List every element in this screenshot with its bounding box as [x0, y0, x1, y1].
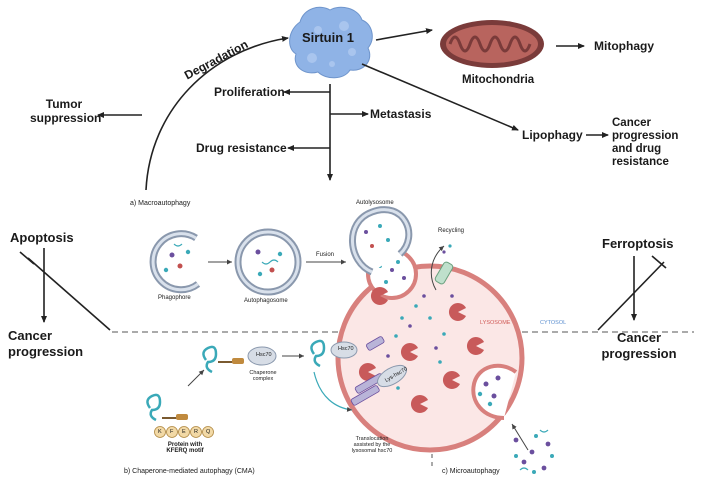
- tumor-suppression-label: Tumor suppression: [30, 97, 102, 125]
- cancer-progression-left-label: Cancer progression: [8, 328, 83, 360]
- autophagosome-label: Autophagosome: [244, 298, 288, 304]
- drug-resistance-label: Drug resistance: [196, 141, 287, 155]
- autophagosome-icon: [234, 228, 302, 296]
- kferq-letter-q: Q: [206, 429, 211, 435]
- cpdr-line-2: progression: [612, 130, 679, 142]
- lysosome-icon: [335, 248, 525, 453]
- cpl-line-1: Cancer: [8, 328, 53, 343]
- cma-label: b) Chaperone-mediated autophagy (CMA): [124, 468, 255, 475]
- kferq-motif-beads: [154, 426, 214, 438]
- translocation-line-1: Translocation: [355, 436, 389, 442]
- cpl-line-2: progression: [8, 344, 84, 359]
- recycling-transporter-icon: [430, 244, 454, 291]
- translocation-line-2: assisted by the: [353, 442, 391, 448]
- protein-line-1: Protein with: [167, 442, 203, 448]
- phagophore-icon: [149, 230, 201, 294]
- translocation-line-3: lysosomal hsc70: [351, 448, 393, 454]
- chaperone-line-1: Chaperone: [249, 370, 277, 376]
- macroautophagy-label: a) Macroautophagy: [130, 200, 191, 207]
- cancer-progression-right-label: Cancer progression: [598, 330, 680, 362]
- lipophagy-label: Lipophagy: [522, 128, 583, 142]
- kferq-letter-r: R: [194, 429, 198, 435]
- microautophagy-cargo: [511, 423, 554, 474]
- chaperone-complex-label: Chaperone complex: [238, 370, 288, 382]
- cytosol-label: CYTOSOL: [540, 320, 567, 326]
- protein-kferq-label: Protein with KFERQ motif: [154, 442, 216, 454]
- kferq-letter-k: K: [158, 429, 162, 435]
- cpr-line-1: Cancer: [616, 330, 662, 345]
- mitophagy-label: Mitophagy: [594, 39, 654, 53]
- sirtuin-protein-icon: [289, 6, 373, 79]
- mitochondria-label: Mitochondria: [462, 74, 535, 86]
- kferq-letter-f: F: [170, 429, 174, 435]
- metastasis-label: Metastasis: [370, 107, 432, 121]
- cancer-progression-drug-resistance-label: Cancer progression and drug resistance: [612, 117, 678, 169]
- proliferation-label: Proliferation: [214, 85, 285, 99]
- autolysosome-icon: [349, 206, 413, 276]
- cpdr-line-4: resistance: [612, 156, 669, 168]
- phagophore-label: Phagophore: [158, 295, 191, 301]
- side-arrows: [19, 248, 667, 331]
- apoptosis-label: Apoptosis: [10, 230, 74, 245]
- mitochondria-icon: [440, 20, 544, 68]
- microautophagy-label: c) Microautophagy: [442, 468, 500, 475]
- tumor-suppression-line-2: suppression: [30, 111, 102, 125]
- lysosome-label: LYSOSOME: [480, 320, 511, 326]
- kferq-letter-e: E: [182, 429, 186, 435]
- hsc70-label-complex: Hsc70: [256, 352, 272, 358]
- translocation-label: Translocation assisted by the lysosomal …: [336, 436, 408, 454]
- cma-components: [146, 336, 407, 422]
- cpdr-line-3: and drug: [612, 143, 662, 155]
- protein-line-2: KFERQ motif: [166, 448, 204, 454]
- chaperone-line-2: complex: [252, 376, 274, 382]
- fusion-label: Fusion: [316, 252, 335, 258]
- autolysosome-label: Autolysosome: [356, 200, 394, 206]
- recycling-label: Recycling: [438, 228, 465, 234]
- top-arrows: [97, 28, 609, 191]
- cpdr-line-1: Cancer: [612, 117, 651, 129]
- cpr-line-2: progression: [601, 346, 677, 361]
- ferroptosis-label: Ferroptosis: [602, 236, 674, 251]
- sirtuin-1-label: Sirtuin 1: [302, 30, 355, 45]
- hsc70-label-bound: Hsc70: [338, 346, 354, 352]
- tumor-suppression-line-1: Tumor: [45, 97, 83, 111]
